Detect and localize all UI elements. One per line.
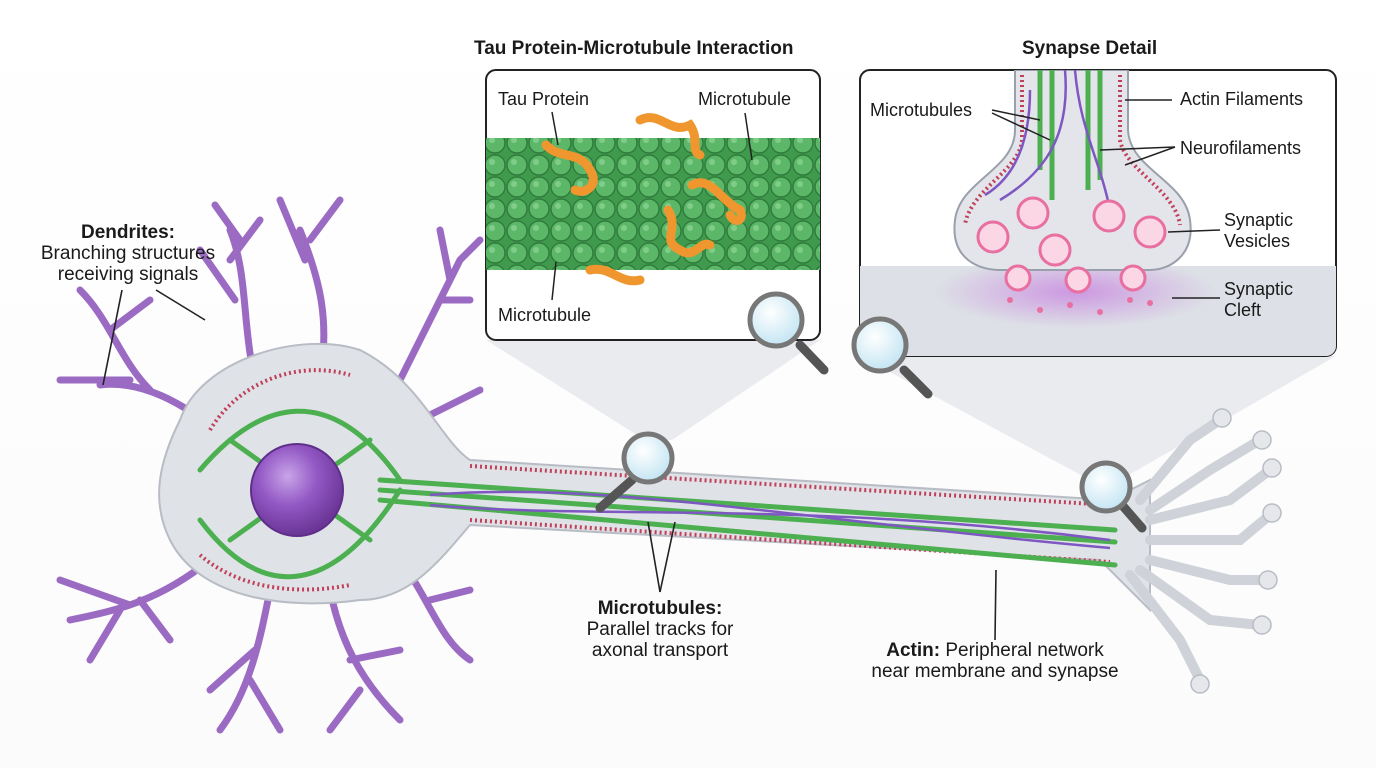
magnifier-icon	[595, 431, 675, 513]
actin-filaments-label: Actin Filaments	[1180, 89, 1304, 109]
microtubule-lattice	[486, 138, 820, 270]
microtubule-label-top: Microtubule	[698, 89, 792, 109]
tau-leader-lines	[551, 111, 753, 301]
axon-terminals	[1125, 415, 1275, 685]
tau-protein-label: Tau Protein	[498, 89, 590, 109]
neurofilaments-axon	[429, 490, 1111, 550]
neurofilaments-label: Neurofilaments	[1180, 138, 1302, 158]
microtubules-synapse	[1037, 70, 1103, 200]
nucleus	[250, 443, 344, 537]
synapse-inset-title: Synapse Detail	[1022, 38, 1158, 59]
synaptic-vesicles-label-line1: Synaptic	[1224, 210, 1294, 230]
dendrites-line2: receiving signals	[57, 264, 199, 285]
microtubules-axon	[197, 408, 1118, 580]
synaptic-cleft-label-line2: Cleft	[1224, 300, 1262, 320]
tau-zoom-cone	[486, 340, 820, 440]
actin-heading: Actin:	[886, 640, 941, 661]
actin-line1-rest: Peripheral network	[940, 640, 1104, 661]
actin-network	[198, 368, 1111, 592]
neurotransmitters	[1007, 297, 1153, 315]
microtubule-label-bottom: Microtubule	[498, 305, 592, 325]
magnifier-icon	[1079, 460, 1147, 533]
tau-inset-title: Tau Protein-Microtubule Interaction	[474, 38, 794, 59]
actin-filaments-synapse	[963, 75, 1182, 226]
synapse-zoom-cone	[860, 356, 1336, 480]
presynaptic-terminal	[953, 70, 1192, 271]
actin-line1: Actin: Peripheral network	[850, 640, 1140, 661]
callout-leaders	[102, 289, 997, 641]
actin-callout: Actin: Peripheral network near membrane …	[850, 640, 1140, 682]
dendrites-line1: Branching structures	[40, 243, 216, 264]
magnifier-icon	[747, 291, 829, 375]
neurofilaments-synapse	[984, 70, 1112, 211]
actin-line2: near membrane and synapse	[871, 661, 1119, 682]
synapse-leader-lines	[991, 99, 1221, 299]
dendrites-callout: Dendrites: Branching structures receivin…	[28, 222, 228, 285]
microtubules-heading: Microtubules:	[597, 598, 723, 619]
microtubules-line2: axonal transport	[591, 640, 729, 661]
magnifier-icon	[851, 316, 933, 399]
microtubules-line1: Parallel tracks for	[586, 619, 734, 640]
dendrites-heading: Dendrites:	[81, 222, 175, 243]
terminal-buttons	[1190, 408, 1282, 694]
synaptic-vesicles	[976, 196, 1167, 294]
microtubules-synapse-label: Microtubules	[870, 100, 973, 120]
synaptic-vesicles-label-line2: Vesicles	[1224, 231, 1291, 251]
synaptic-cleft-label-line1: Synaptic	[1224, 279, 1294, 299]
microtubules-callout: Microtubules: Parallel tracks for axonal…	[560, 598, 760, 661]
tau-proteins	[541, 113, 746, 286]
